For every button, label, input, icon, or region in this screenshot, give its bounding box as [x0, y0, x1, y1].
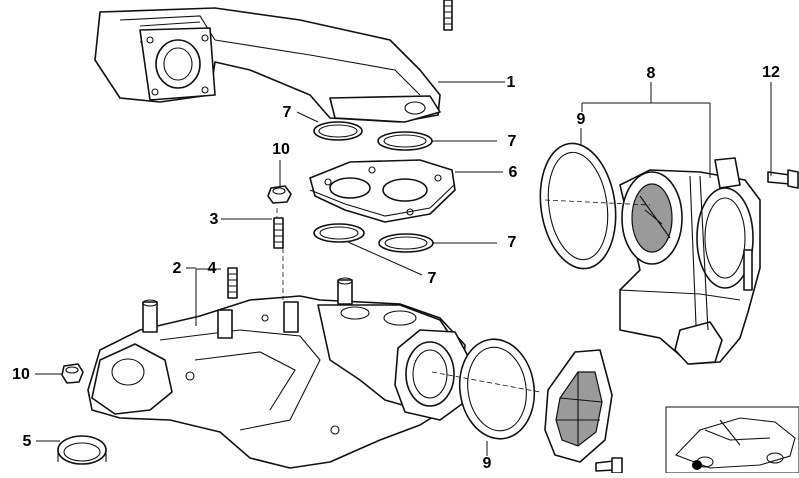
- part-lower-intake-manifold: [87, 277, 471, 469]
- callout-7-lower-right: 7: [507, 234, 517, 251]
- callout-7-upper-left: 7: [282, 104, 292, 121]
- part-upper-intake-housing: [94, 0, 453, 123]
- car-location-inset: [665, 406, 799, 474]
- callout-9-upper: 9: [576, 111, 586, 128]
- callout-8: 8: [646, 65, 656, 82]
- part-clamp-ring: [57, 435, 107, 465]
- callout-12: 12: [762, 64, 780, 81]
- callout-5: 5: [22, 433, 32, 450]
- part-bolts: [595, 169, 799, 474]
- part-throttle-body: [619, 157, 761, 365]
- part-o-rings-upper: [313, 121, 433, 151]
- part-studs: [227, 217, 284, 299]
- callout-2: 2: [172, 260, 182, 277]
- part-nuts: [61, 185, 292, 384]
- callout-9-lower: 9: [482, 455, 492, 472]
- callout-7-lower-left: 7: [427, 270, 437, 287]
- leader-lines: [35, 81, 772, 456]
- part-gaskets: [458, 142, 617, 440]
- callout-1: 1: [506, 74, 516, 91]
- callout-7-upper-right: 7: [507, 133, 517, 150]
- alignment-lines: [276, 199, 651, 393]
- callout-10-lower: 10: [12, 366, 30, 383]
- callout-3: 3: [209, 211, 219, 228]
- part-o-rings-lower: [313, 223, 434, 253]
- part-cover-plate: [544, 349, 613, 463]
- callout-6: 6: [508, 164, 518, 181]
- part-spacer-plate: [309, 159, 456, 223]
- callout-10-upper: 10: [272, 141, 290, 158]
- callout-4: 4: [207, 260, 217, 277]
